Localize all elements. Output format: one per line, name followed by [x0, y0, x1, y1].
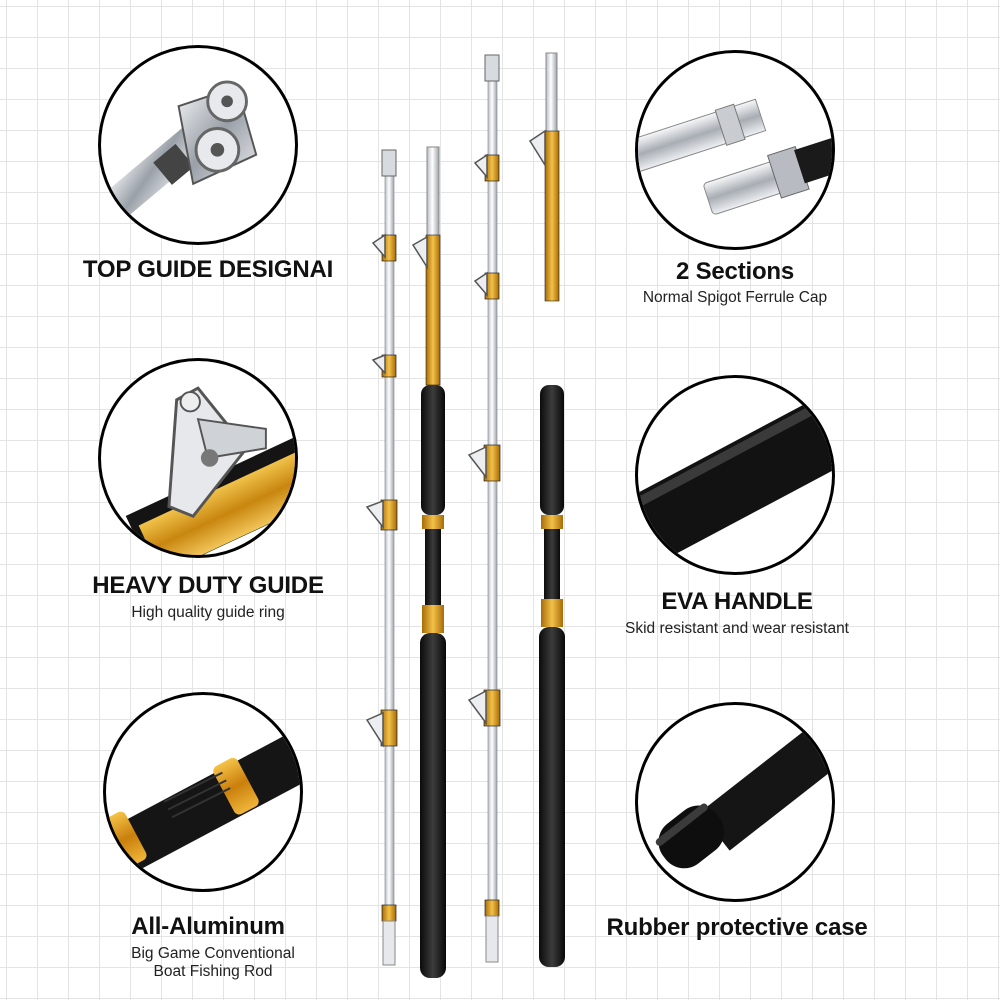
two-sections-detail-image — [635, 50, 835, 250]
eva-grip-icon — [638, 381, 832, 572]
all-aluminum-detail-image — [103, 692, 303, 892]
all-aluminum-subtitle-line1: Big Game Conventional — [131, 945, 295, 962]
top-guide-title: TOP GUIDE DESIGNAI — [82, 256, 334, 283]
aluminum-reel-seat-icon — [106, 726, 300, 880]
rubber-case-detail-image — [635, 702, 835, 902]
rubber-butt-cap-icon — [655, 705, 832, 869]
fishing-rods-image — [355, 45, 615, 990]
roller-guide-icon — [125, 386, 295, 555]
rod-1-tip-section — [365, 149, 398, 966]
all-aluminum-subtitle-line2: Boat Fishing Rod — [153, 963, 273, 980]
roller-top-guide-icon — [101, 80, 258, 235]
eva-handle-subtitle: Skid resistant and wear resistant — [625, 620, 849, 637]
heavy-duty-guide-subtitle: High quality guide ring — [131, 604, 285, 621]
rod-1-butt-section — [411, 146, 446, 978]
spigot-ferrule-icon — [638, 98, 832, 215]
two-sections-title: 2 Sections — [675, 258, 795, 285]
all-aluminum-title: All-Aluminum — [131, 913, 285, 940]
top-guide-detail-image — [98, 45, 298, 245]
eva-handle-detail-image — [635, 375, 835, 575]
heavy-duty-guide-title: HEAVY DUTY GUIDE — [92, 572, 324, 599]
eva-handle-title: EVA HANDLE — [661, 588, 813, 615]
rod-2-tip-section — [467, 54, 501, 963]
rod-2-butt-section — [528, 52, 565, 967]
rubber-case-title: Rubber protective case — [606, 914, 868, 941]
heavy-duty-guide-detail-image — [98, 358, 298, 558]
two-sections-subtitle: Normal Spigot Ferrule Cap — [642, 289, 828, 306]
fishing-rod-pair-icon — [365, 52, 565, 978]
